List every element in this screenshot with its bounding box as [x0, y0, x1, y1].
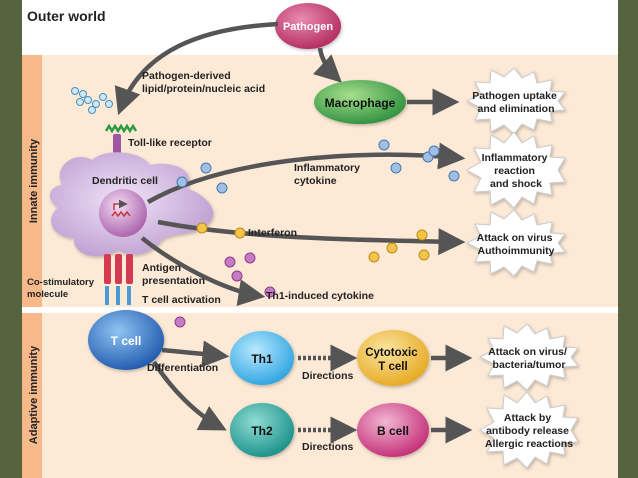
- toll-like-receptor-icon: [113, 134, 121, 156]
- arrow-pathogen-receptor: [114, 21, 279, 116]
- antigen-molecule-icon: [126, 254, 133, 284]
- svg-text:Attack by antibody relea: Attack by antibody release Allergic reac…: [485, 412, 573, 450]
- th2-node: [230, 403, 294, 457]
- adaptive-sidebar: [22, 313, 42, 478]
- outcome-virus: Attack on virus Authoimmunity: [465, 209, 566, 277]
- macrophage-label: Macrophage: [325, 96, 396, 110]
- t-cell-node: [88, 310, 164, 370]
- dendritic-cell-label: Dendritic cell: [92, 175, 158, 187]
- t-cell-receptor-icon: [105, 286, 131, 305]
- outcome-antibody: Attack by antibody release Allergic reac…: [478, 391, 579, 469]
- b-cell-node: [357, 403, 429, 457]
- t-cell-activation-label: T cell activation: [142, 294, 221, 306]
- th1-induced-cytokine-label: Th1-induced cytokine: [266, 290, 374, 302]
- outcome-uptake: Pathogen uptake and elimination: [465, 67, 566, 135]
- macrophage-node: [314, 80, 406, 124]
- arrow-pathogen-macrophage: [313, 47, 342, 83]
- th2-label: Th2: [251, 424, 273, 438]
- t-cell-label: T cell: [111, 334, 142, 348]
- arrow-interferon: [157, 219, 466, 256]
- svg-text:Inflammatory reaction: Inflammatory reaction and shock: [482, 152, 551, 190]
- arrow-th1-cytokine: [140, 236, 266, 306]
- antigen-presentation-label: Antigen presentation: [142, 262, 205, 287]
- th1-node: [230, 331, 294, 385]
- toll-like-receptor-label: Toll-like receptor: [128, 137, 212, 149]
- interferon-label: Interferon: [248, 227, 297, 239]
- cytotoxic-t-cell-label: Cytotoxic T cell: [365, 347, 421, 373]
- receptor-ligand-icon: [104, 123, 138, 134]
- co-stimulatory-molecule-icon: [104, 254, 111, 284]
- mhc-molecule-icon: [115, 254, 122, 284]
- co-stimulatory-label: Co-stimulatory molecule: [27, 277, 97, 300]
- pathogen-molecules-icon: [71, 87, 113, 114]
- pathogen-label: Pathogen: [283, 21, 333, 33]
- diagram-panel: Outer world Innate immunity Adaptive imm…: [22, 0, 618, 478]
- outcome-bacteria: Attack on virus/ bacteria/tumor: [478, 323, 579, 391]
- adaptive-immunity-label: Adaptive immunity: [28, 345, 40, 444]
- arrow-tcell-th1: [161, 340, 230, 368]
- directions-label-2: Directions: [302, 441, 354, 453]
- interferon-dots: [196, 222, 430, 263]
- inflammatory-cytokine-dots: [176, 139, 460, 194]
- cytotoxic-t-cell-node: [357, 330, 429, 386]
- svg-text:Attack on virus Authoimm: Attack on virus Authoimmunity: [477, 232, 556, 257]
- svg-text:Attack on virus/ bacteri: Attack on virus/ bacteria/tumor: [488, 346, 570, 371]
- inflammatory-cytokine-label: Inflammatory cytokine: [294, 162, 363, 187]
- outer-world-label: Outer world: [27, 8, 106, 24]
- dna-icon: [111, 210, 131, 218]
- directions-label-1: Directions: [302, 370, 354, 382]
- b-cell-label: B cell: [377, 424, 409, 438]
- innate-sidebar: [22, 55, 42, 307]
- pathogen-node: [275, 3, 341, 49]
- outcome-inflammatory: Inflammatory reaction and shock: [465, 131, 566, 209]
- th1-cytokine-dots: [174, 252, 276, 328]
- svg-text:Pathogen uptake and elim: Pathogen uptake and elimination: [472, 90, 560, 115]
- differentiation-label: Differentiation: [147, 362, 218, 374]
- innate-immunity-label: Innate immunity: [28, 138, 40, 223]
- dendritic-nucleus: [99, 189, 147, 237]
- th1-label: Th1: [251, 352, 273, 366]
- transcription-icon: [113, 199, 128, 210]
- pathogen-derived-label: Pathogen-derived lipid/protein/nucleic a…: [142, 70, 265, 95]
- immunity-diagram: Outer world Innate immunity Adaptive imm…: [22, 0, 618, 478]
- arrow-tcell-th2: [152, 360, 227, 431]
